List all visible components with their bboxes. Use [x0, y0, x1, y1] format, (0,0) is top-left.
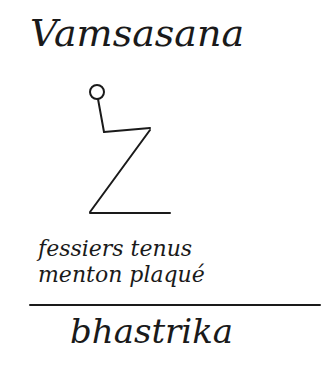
breathing-note: bhastrika — [70, 310, 233, 352]
title-text: Vamsasana — [30, 10, 244, 56]
note-text: fessiers tenus menton plaqué — [38, 236, 228, 288]
